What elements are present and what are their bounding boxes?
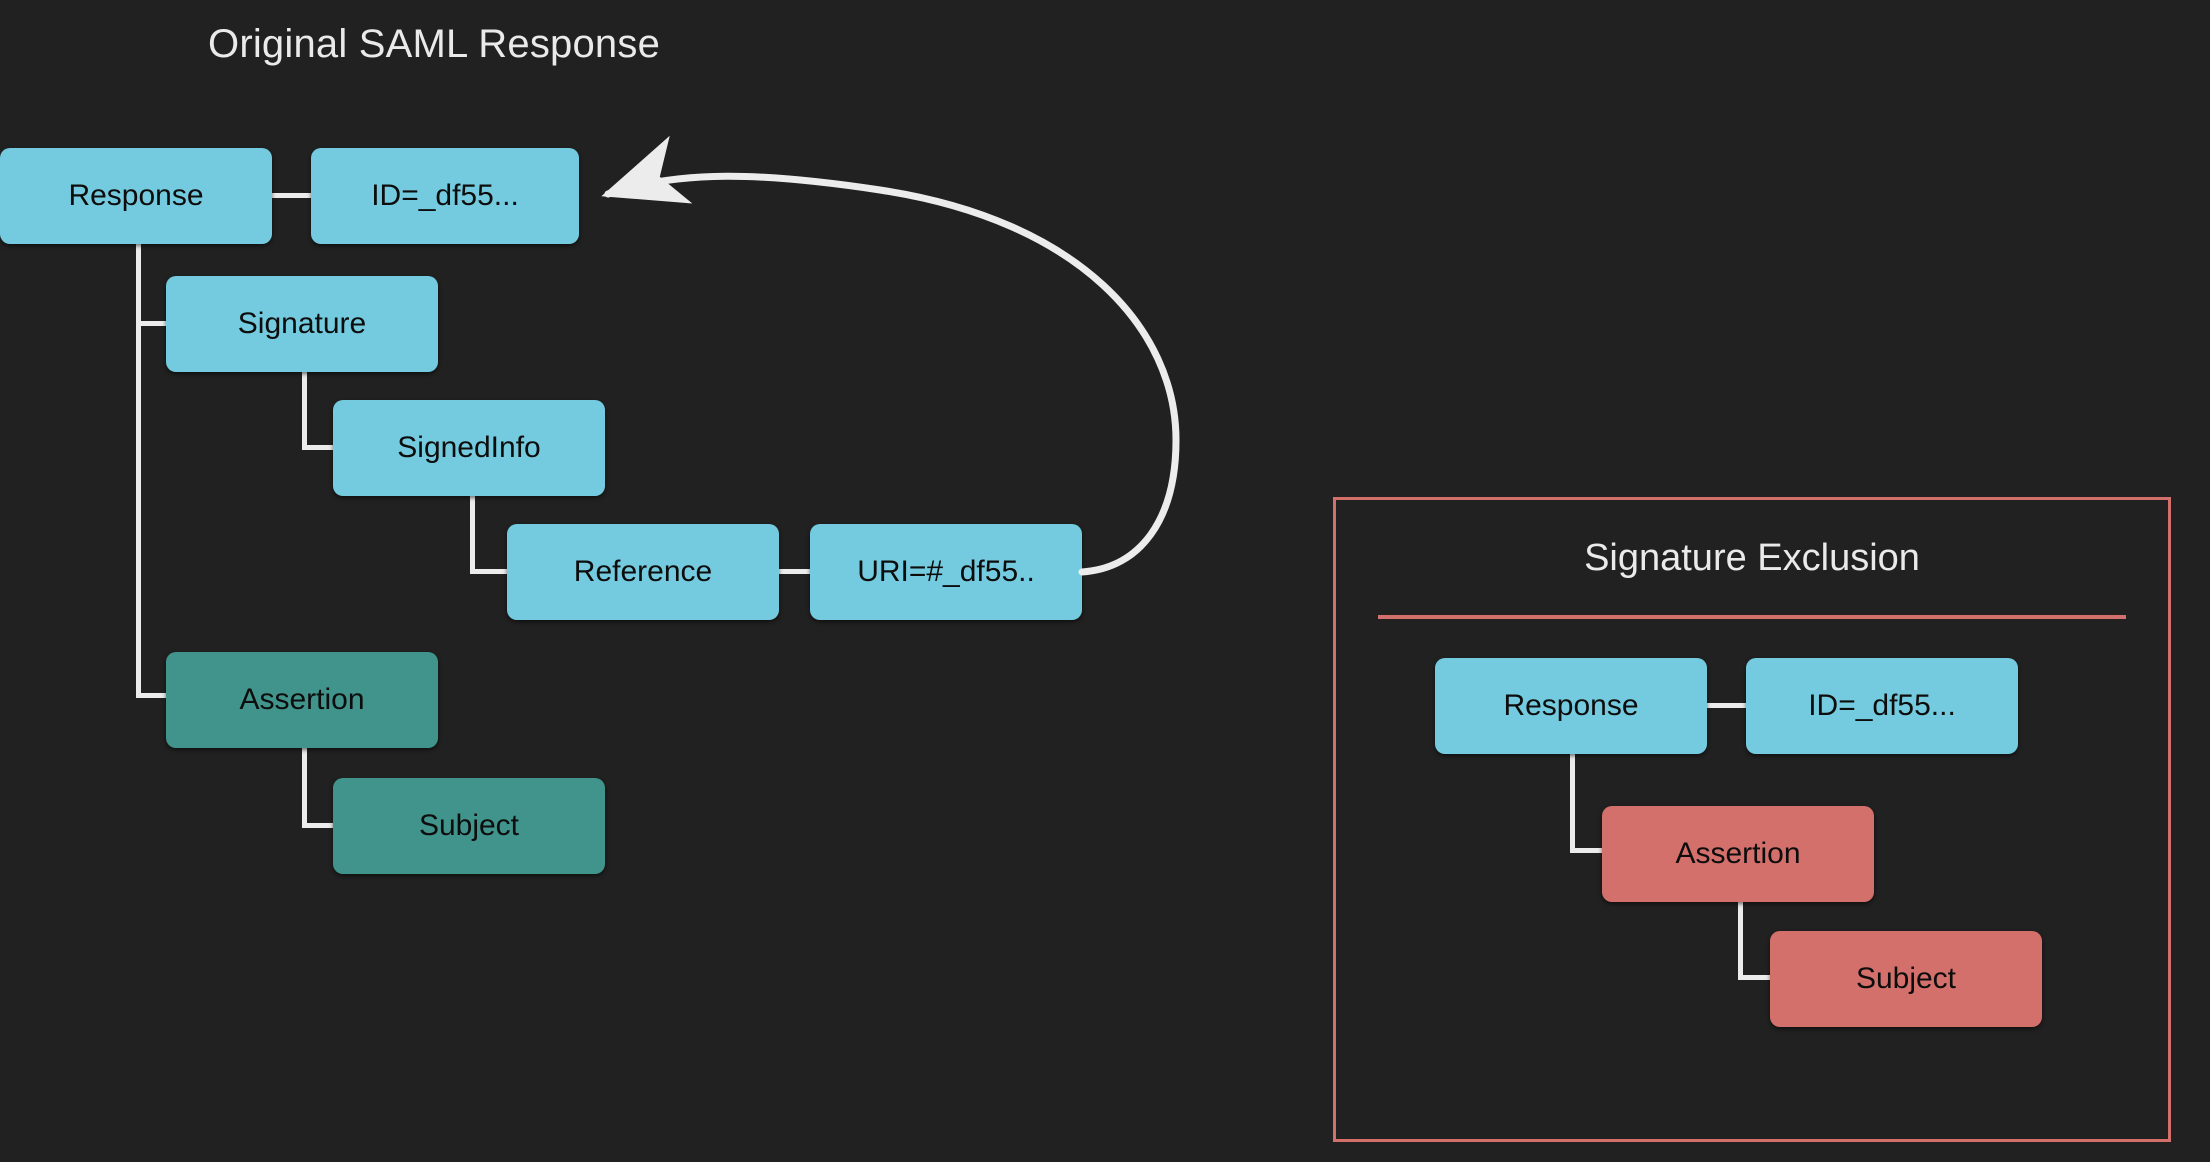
node-r-response[interactable]: Response [1435, 658, 1707, 754]
node-id-attribute[interactable]: ID=_df55... [311, 148, 579, 244]
connector-r-response-to-id [1707, 703, 1746, 708]
connector-signature-drop [302, 372, 307, 445]
node-r-assertion[interactable]: Assertion [1602, 806, 1874, 902]
signature-exclusion-divider [1378, 615, 2126, 619]
connector-response-to-id [272, 193, 311, 198]
node-r-id-attribute[interactable]: ID=_df55... [1746, 658, 2018, 754]
node-assertion[interactable]: Assertion [166, 652, 438, 748]
connector-r-assertion-to-subject [1738, 975, 1772, 980]
connector-response-to-assertion [136, 693, 168, 698]
node-reference[interactable]: Reference [507, 524, 779, 620]
connector-r-response-drop [1570, 754, 1575, 851]
connector-r-assertion-drop [1738, 902, 1743, 976]
connector-response-to-signature [136, 321, 168, 326]
connector-r-response-to-assertion [1570, 848, 1604, 853]
node-signature[interactable]: Signature [166, 276, 438, 372]
node-r-subject[interactable]: Subject [1770, 931, 2042, 1027]
signature-exclusion-panel [1333, 497, 2171, 1142]
connector-response-trunk [136, 244, 141, 698]
node-uri-attribute[interactable]: URI=#_df55.. [810, 524, 1082, 620]
connector-signedinfo-to-reference [470, 569, 509, 574]
connector-assertion-drop [302, 748, 307, 823]
connector-assertion-to-subject [302, 823, 335, 828]
connector-reference-to-uri [779, 569, 812, 574]
connector-signature-to-signedinfo [302, 445, 335, 450]
node-response[interactable]: Response [0, 148, 272, 244]
signature-exclusion-title: Signature Exclusion [1584, 537, 1920, 579]
node-signedinfo[interactable]: SignedInfo [333, 400, 605, 496]
left-diagram-title: Original SAML Response [208, 22, 661, 66]
node-subject[interactable]: Subject [333, 778, 605, 874]
connector-signedinfo-drop [470, 496, 475, 569]
